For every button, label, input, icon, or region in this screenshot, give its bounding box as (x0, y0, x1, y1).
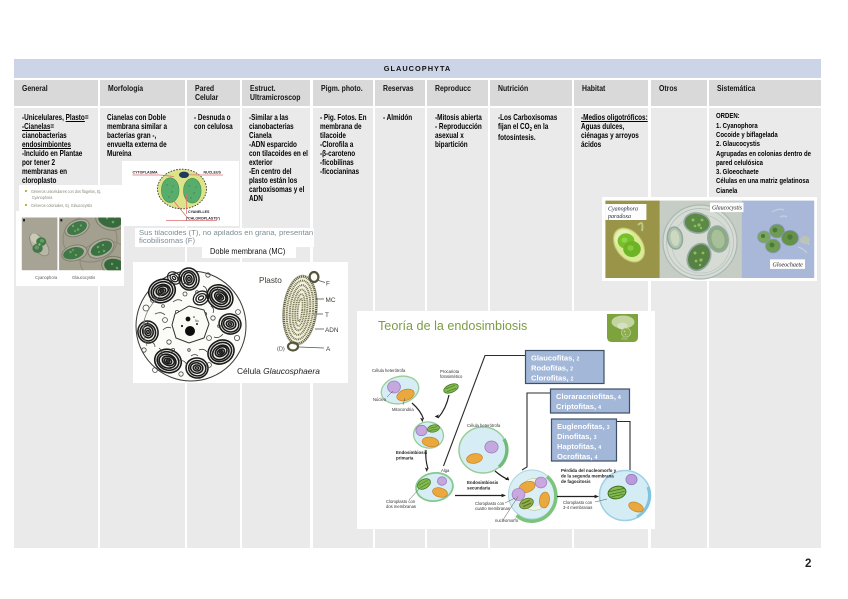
svg-text:cuatro membranas: cuatro membranas (475, 506, 510, 511)
svg-text:Gloeochaete: Gloeochaete (773, 263, 804, 269)
svg-text:ADN: ADN (325, 327, 339, 334)
svg-text:Núcleo: Núcleo (373, 397, 387, 402)
svg-text:Cloraracniofitas, 4: Cloraracniofitas, 4 (556, 392, 621, 401)
svg-text:Rodofitas, 2: Rodofitas, 2 (531, 364, 573, 373)
svg-text:F: F (326, 281, 330, 288)
svg-text:Criptofitas, 4: Criptofitas, 4 (556, 402, 601, 411)
svg-text:de fagocitosis: de fagocitosis (561, 479, 591, 484)
svg-text:Clorofitas, 2: Clorofitas, 2 (531, 374, 574, 383)
svg-text:Alga: Alga (441, 468, 450, 473)
svg-text:(D): (D) (277, 347, 285, 353)
svg-text:Endosimbiosis: Endosimbiosis (396, 450, 428, 455)
svg-text:CYTOPLASMA: CYTOPLASMA (132, 171, 157, 175)
svg-text:Cloroplasto con: Cloroplasto con (386, 499, 416, 504)
svg-text:NUCLEUS: NUCLEUS (203, 171, 221, 175)
svg-text:Célula Glaucosphaera: Célula Glaucosphaera (237, 366, 320, 376)
svg-text:Haptofitas, 4: Haptofitas, 4 (557, 442, 601, 451)
svg-text:primaria: primaria (396, 456, 414, 461)
svg-text:Procariota: Procariota (440, 369, 460, 374)
svg-text:Nu: Nu (195, 319, 199, 323)
svg-text:3-4 membranas: 3-4 membranas (563, 505, 592, 510)
svg-text:Pérdida del nucleomorfo y: Pérdida del nucleomorfo y (561, 468, 617, 473)
svg-text:dos membranas: dos membranas (386, 504, 416, 509)
svg-text:Plasto: Plasto (259, 276, 282, 285)
svg-text:Célula heterótrofa: Célula heterótrofa (467, 423, 501, 428)
svg-text:de la segunda membrana: de la segunda membrana (561, 474, 614, 479)
svg-text:('CHLOROPLASTS'): ('CHLOROPLASTS') (186, 217, 221, 221)
svg-text:Glaucofitas, 2: Glaucofitas, 2 (531, 354, 580, 363)
svg-text:CYANELLES: CYANELLES (188, 210, 210, 214)
svg-text:Mitocondria: Mitocondria (392, 407, 414, 412)
svg-text:Endosimbiosis: Endosimbiosis (467, 480, 499, 485)
svg-text:Célula heterótrofa: Célula heterótrofa (372, 368, 406, 373)
svg-text:A: A (326, 346, 331, 353)
svg-text:paradoxa: paradoxa (607, 214, 631, 220)
svg-text:Cloroplasto con: Cloroplasto con (475, 501, 505, 506)
svg-text:Cloroplasto con: Cloroplasto con (563, 500, 593, 505)
svg-text:MC: MC (326, 297, 336, 304)
svg-text:T: T (325, 312, 329, 319)
svg-text:Euglenofitas, 3: Euglenofitas, 3 (557, 422, 610, 431)
svg-text:secundaria: secundaria (467, 486, 491, 491)
svg-text:Glaucocystis: Glaucocystis (712, 206, 743, 212)
svg-text:Dinofitas, 3: Dinofitas, 3 (557, 432, 597, 441)
svg-text:Ocrofitas, 4: Ocrofitas, 4 (557, 452, 598, 461)
svg-text:Cyanophora: Cyanophora (608, 207, 638, 213)
svg-text:nucleomorfo: nucleomorfo (495, 518, 519, 523)
svg-text:fotosintético: fotosintético (440, 374, 463, 379)
